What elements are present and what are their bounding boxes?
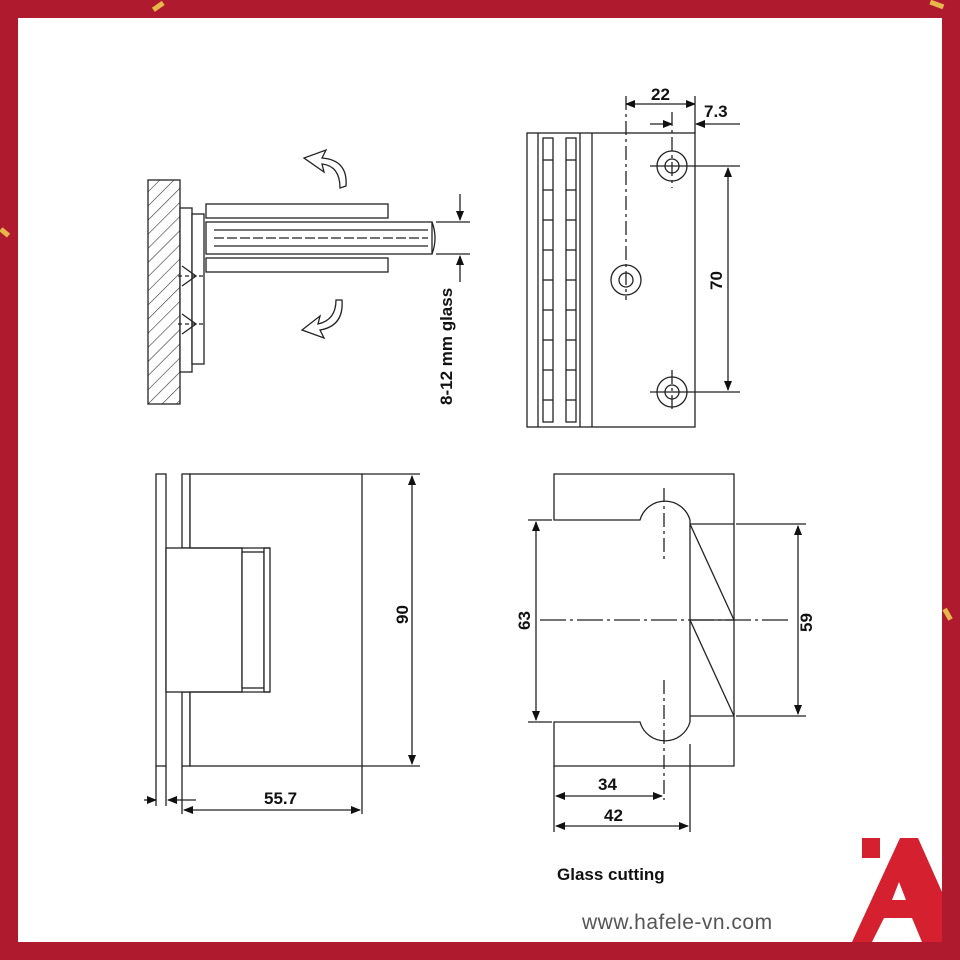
drawing-sheet xyxy=(18,18,942,942)
dim-7-3-label: 7.3 xyxy=(704,102,728,121)
dim-42-label: 42 xyxy=(604,806,623,825)
website-url: www.hafele-vn.com xyxy=(581,911,773,934)
dim-63-label: 63 xyxy=(515,611,534,630)
glass-thickness-label: 8-12 mm glass xyxy=(437,288,456,405)
curved-arrow-up-icon xyxy=(302,148,347,189)
dim-59-label: 59 xyxy=(797,613,816,632)
dim-34-label: 34 xyxy=(598,775,617,794)
curved-arrow-down-icon xyxy=(300,299,343,340)
hinge-front-view xyxy=(144,473,420,814)
dim-90-label: 90 xyxy=(393,605,412,624)
clamp-bottom xyxy=(205,257,389,273)
glass-cutting-view xyxy=(528,473,806,832)
hinge-plate-view xyxy=(526,96,740,428)
confetti-decoration xyxy=(0,0,953,621)
brand-logo xyxy=(852,838,942,942)
clamp-top xyxy=(205,203,389,219)
dim-55-7-label: 55.7 xyxy=(264,789,297,808)
side-view xyxy=(147,179,470,405)
dim-70-label: 70 xyxy=(707,271,726,290)
wall-plate xyxy=(179,207,193,373)
dim-22-label: 22 xyxy=(651,85,670,104)
glass-cutting-caption: Glass cutting xyxy=(557,865,665,884)
wall-hatch xyxy=(147,179,181,405)
